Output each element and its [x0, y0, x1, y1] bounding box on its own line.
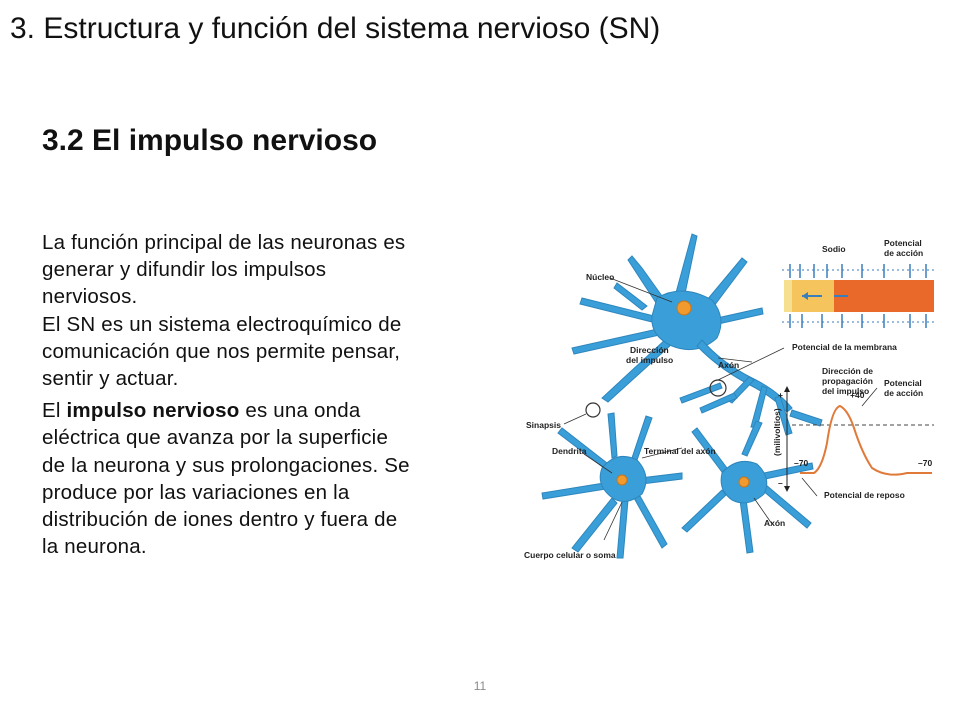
action-potential-graph	[784, 386, 934, 492]
neuron-diagram: Núcleo Sodio Potencial de acción Direcci…	[522, 228, 942, 568]
label-terminal-axon: Terminal del axón	[644, 446, 716, 456]
neurons-group	[541, 233, 823, 559]
section-title: 3.2 El impulso nervioso	[42, 124, 378, 157]
bold-term: impulso nervioso	[66, 399, 240, 423]
slide-title: 3. Estructura y función del sistema nerv…	[10, 12, 661, 45]
text-line: nerviosos.	[42, 285, 138, 309]
label-potencial-accion-2a: Potencial	[884, 378, 922, 388]
label-minus70-right: –70	[918, 458, 932, 468]
text-span: es una onda	[239, 399, 361, 423]
paragraph-2: El impulso nervioso es una onda eléctric…	[42, 397, 512, 560]
label-direccion-propagacion-c: del impulso	[822, 386, 869, 396]
text-line: la neurona.	[42, 535, 147, 559]
text-line: El impulso nervioso es una onda	[42, 397, 512, 424]
synapse-circle-2	[585, 402, 601, 418]
text-line: distribución de iones dentro y fuera de	[42, 508, 398, 532]
label-potencial-reposo: Potencial de reposo	[824, 490, 905, 500]
label-potencial-accion-1b: de acción	[884, 248, 923, 258]
membrane-band	[782, 264, 934, 328]
label-direccion-impulso-a: Dirección	[630, 345, 669, 355]
label-sinapsis: Sinapsis	[526, 420, 561, 430]
label-plus: +	[778, 390, 783, 400]
nucleus-left	[616, 474, 628, 486]
label-direccion-impulso-b: del impulso	[626, 355, 673, 365]
label-axon-2: Axón	[764, 518, 785, 528]
label-potencial-accion-1a: Potencial	[884, 238, 922, 248]
text-line: sentir y actuar.	[42, 367, 179, 391]
label-potencial-membrana: Potencial de la membrana	[792, 342, 897, 352]
label-direccion-propagacion-b: propagación	[822, 376, 873, 386]
text-line: La función principal de las neuronas es	[42, 231, 406, 254]
text-line: comunicación que nos permite pensar,	[42, 339, 401, 363]
label-potencial-accion-2b: de acción	[884, 388, 923, 398]
text-line: El SN es un sistema electroquímico de	[42, 312, 402, 336]
label-minus: –	[778, 478, 783, 488]
text-line: generar y difundir los impulsos	[42, 258, 327, 282]
nucleus-top	[676, 300, 692, 316]
label-direccion-propagacion-a: Dirección de	[822, 366, 873, 376]
label-minus70-left: –70	[794, 458, 808, 468]
label-milivoltios: (milivoltios)	[772, 408, 782, 456]
text-line: produce por las variaciones en la	[42, 480, 350, 504]
nucleus-right	[738, 476, 750, 488]
label-cuerpo-celular: Cuerpo celular o soma	[524, 550, 616, 560]
text-line: de la neurona y sus prolongaciones. Se	[42, 453, 410, 477]
label-axon-1: Axón	[718, 360, 739, 370]
label-sodio: Sodio	[822, 244, 846, 254]
text-line: eléctrica que avanza por la superficie	[42, 426, 389, 450]
text-span: El	[42, 399, 67, 423]
body-text: La función principal de las neuronas es …	[42, 229, 512, 565]
page-number: 11	[473, 679, 487, 693]
label-dendrita: Dendrita	[552, 446, 587, 456]
paragraph-1: La función principal de las neuronas es …	[42, 229, 512, 392]
label-plus40: +40	[850, 390, 865, 400]
label-nucleo: Núcleo	[586, 272, 614, 282]
